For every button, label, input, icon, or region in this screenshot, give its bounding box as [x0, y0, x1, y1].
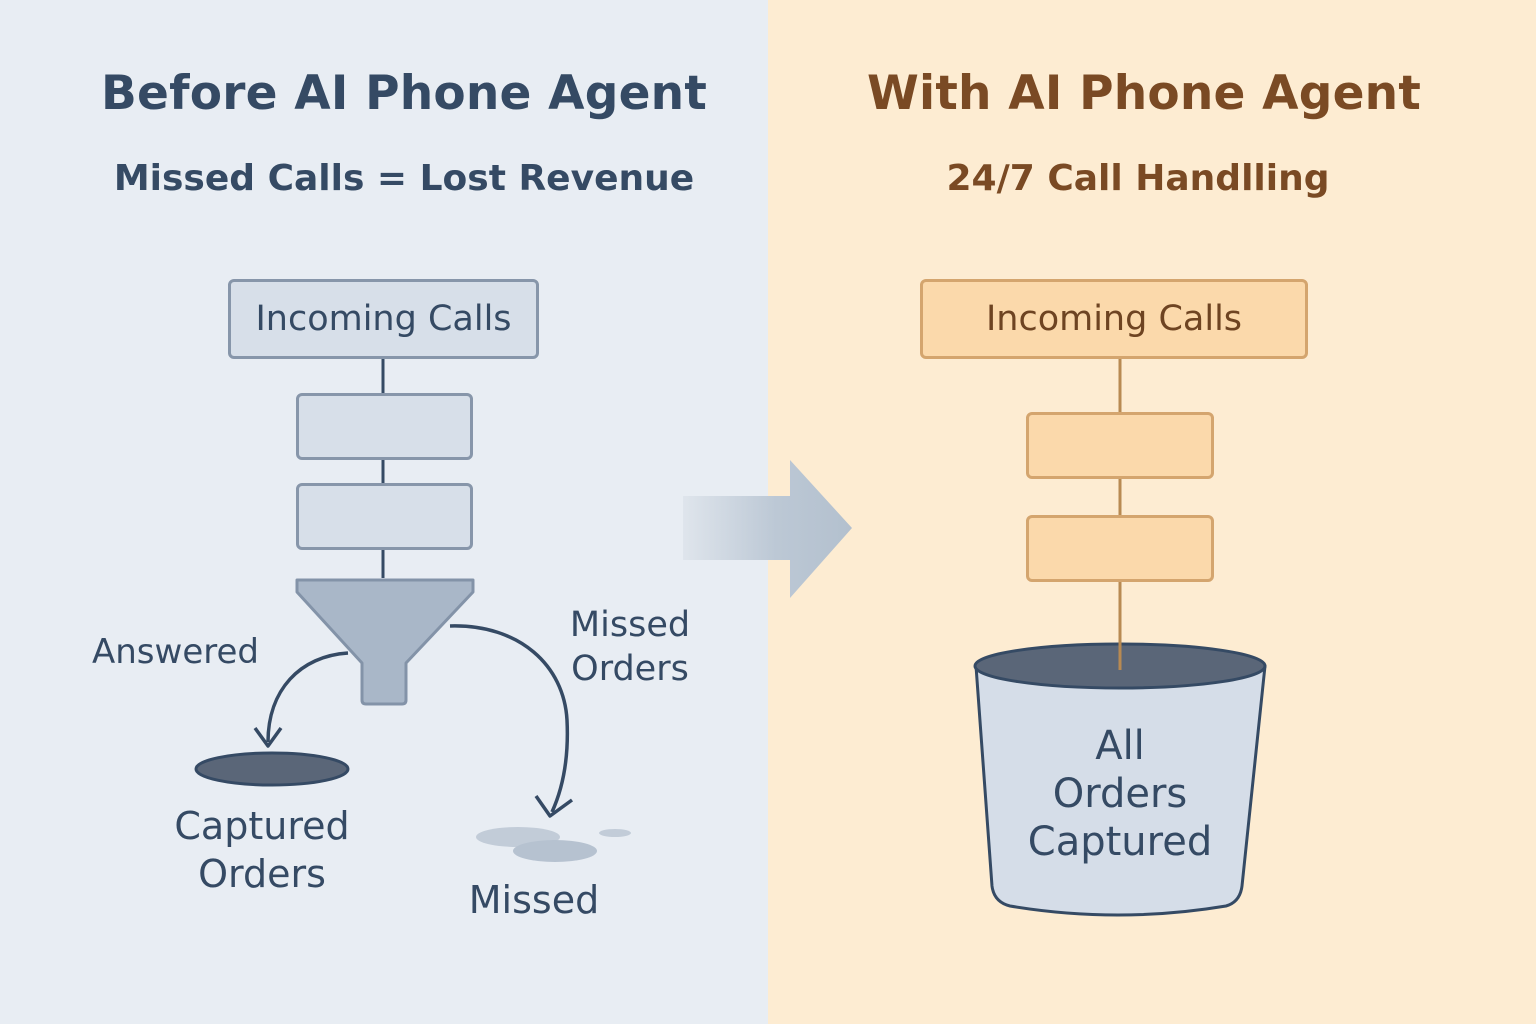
bucket-label: All Orders Captured: [1027, 723, 1213, 865]
missed-arrow-icon: [449, 624, 574, 818]
captured-orders-label: Captured Orders: [174, 804, 350, 896]
before-panel: Before AI Phone Agent Missed Calls = Los…: [0, 0, 768, 1024]
answered-label: Answered: [92, 632, 259, 672]
after-incoming-calls-label: Incoming Calls: [985, 299, 1243, 339]
before-queue-box-2: [296, 483, 473, 550]
after-title: With AI Phone Agent: [867, 66, 1421, 121]
after-queue-box-2: [1026, 515, 1214, 582]
after-incoming-calls-box: Incoming Calls: [920, 279, 1308, 359]
before-incoming-calls-box: Incoming Calls: [228, 279, 539, 359]
before-subtitle: Missed Calls = Lost Revenue: [113, 158, 695, 199]
after-flow-graphics: [973, 358, 1267, 917]
before-title: Before AI Phone Agent: [101, 66, 707, 121]
funnel-icon: [295, 578, 475, 706]
hole-icon: [194, 751, 350, 787]
after-subtitle: 24/7 Call Handlling: [946, 158, 1330, 199]
puddle-icon: [476, 827, 631, 862]
missed-orders-label: Missed Orders: [569, 605, 691, 689]
after-queue-box-1: [1026, 412, 1214, 479]
after-panel: With AI Phone Agent 24/7 Call Handlling …: [768, 0, 1536, 1024]
answered-arrow-icon: [253, 651, 349, 748]
before-flow-graphics: [194, 358, 631, 862]
before-incoming-calls-label: Incoming Calls: [255, 299, 512, 339]
missed-label: Missed: [468, 878, 600, 922]
before-queue-box-1: [296, 393, 473, 460]
